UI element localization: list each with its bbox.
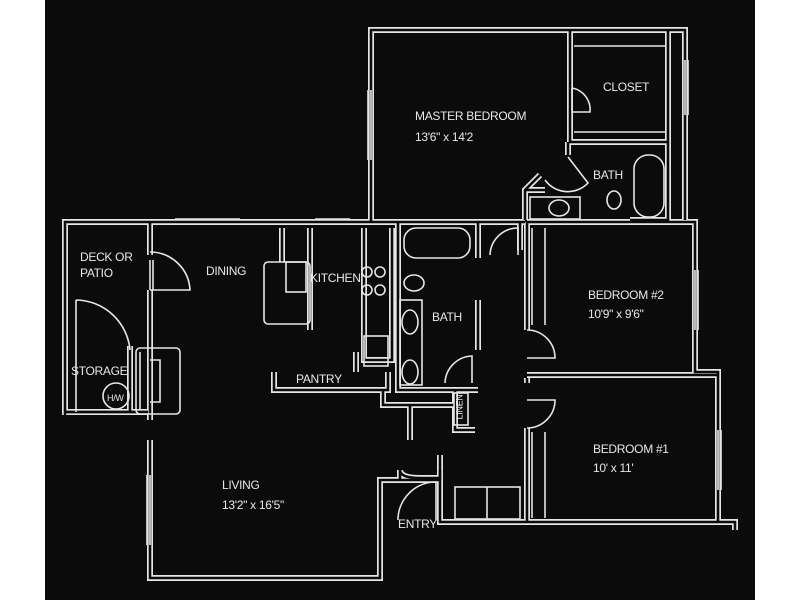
floor-plan: MASTER BEDROOM 13'6" x 14'2 CLOSET BATH … (45, 0, 755, 600)
pantry-label: PANTRY (296, 372, 342, 386)
wall-inner (527, 220, 720, 522)
fixture-line (571, 87, 591, 113)
wall (395, 219, 481, 393)
floor-plan-drawing (62, 27, 738, 581)
wall (147, 440, 440, 581)
fixture-line (401, 309, 419, 335)
bath-label: BATH (432, 310, 462, 324)
storage-label: STORAGE (71, 364, 128, 378)
fixture-line (263, 261, 311, 325)
fixture-line (453, 392, 469, 426)
fixture-line (444, 355, 473, 384)
wall-inner (272, 372, 390, 392)
wall-inner (381, 390, 475, 440)
closet-label: CLOSET (603, 80, 650, 94)
fixture-line (526, 329, 556, 359)
fixture-line (374, 284, 386, 296)
master-bedroom-size: 13'6" x 14'2 (415, 130, 473, 144)
fixture-line (401, 359, 419, 385)
fixture-line (361, 284, 373, 296)
bedroom1-size: 10' x 11' (593, 461, 634, 475)
fixture-line (606, 190, 622, 210)
fixture-line (531, 228, 546, 518)
bedroom1-label: BEDROOM #1 (593, 442, 669, 456)
water-heater-label: H/W (107, 393, 124, 403)
living-label: LIVING (222, 478, 260, 492)
fixture-line (489, 227, 519, 256)
fixtures (75, 45, 722, 545)
fixture-line (374, 266, 386, 278)
fixture-line (548, 199, 570, 217)
fixture-line (135, 347, 181, 415)
fixture-line (149, 251, 191, 291)
fixture-line (529, 196, 581, 220)
fixture-line (363, 335, 389, 367)
fixture-line (526, 399, 556, 429)
wall (524, 222, 718, 522)
fixture-line (399, 299, 423, 386)
fixture-line (403, 274, 425, 292)
fixture-line (102, 382, 130, 410)
wall-inner (396, 220, 480, 392)
linen-label: LINEN (454, 394, 465, 420)
bedroom2-label: BEDROOM #2 (588, 288, 664, 302)
fixture-line (397, 481, 437, 521)
fixture-line (285, 261, 307, 293)
master-bedroom-label: MASTER BEDROOM (415, 109, 527, 123)
wall-inner (148, 440, 440, 580)
entry-label: ENTRY (398, 517, 437, 531)
deck-label-line1: DECK OR (80, 250, 133, 264)
wall-inner (568, 30, 670, 144)
fixture-line (544, 156, 590, 193)
bedroom2-size: 10'9" x 9'6" (588, 307, 644, 321)
dining-label: DINING (206, 264, 247, 278)
wall-inner (65, 346, 148, 414)
wall-inner (398, 455, 442, 480)
wall-inner (566, 142, 670, 222)
wall-inner (525, 222, 718, 522)
wall-inner (63, 220, 398, 412)
living-size: 13'2" x 16'5" (222, 498, 284, 512)
kitchen-label: KITCHEN (310, 271, 361, 285)
deck-label-line2: PATIO (80, 266, 113, 280)
fixture-line (403, 227, 471, 259)
fixture-line (139, 352, 161, 410)
fixture-line (146, 60, 722, 545)
master-bath-label: BATH (593, 168, 623, 182)
fixture-line (633, 154, 665, 218)
fixture-line (361, 266, 373, 278)
wall-inner (438, 470, 737, 530)
wall-inner (478, 220, 525, 250)
fixture-line (574, 45, 666, 133)
wall-inner (523, 174, 545, 220)
fixture-line (75, 299, 131, 412)
